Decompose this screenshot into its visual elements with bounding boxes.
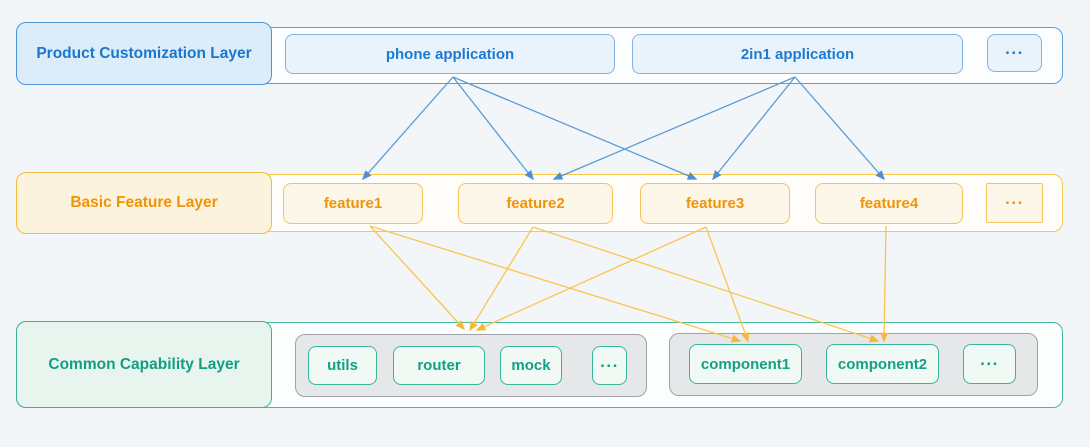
component2-box: component2 bbox=[826, 344, 939, 384]
component1-box: component1 bbox=[689, 344, 802, 384]
edge-phone-to-feature3 bbox=[452, 76, 698, 180]
feature3-box: feature3 bbox=[640, 183, 790, 224]
feature2-box: feature2 bbox=[458, 183, 613, 224]
component-group-more-box: ... bbox=[963, 344, 1016, 384]
phone-application-box: phone application bbox=[285, 34, 615, 74]
product-customization-layer-label: Product Customization Layer bbox=[16, 22, 272, 85]
2in1-application-box: 2in1 application bbox=[632, 34, 963, 74]
feature4-box: feature4 bbox=[815, 183, 963, 224]
basic-feature-layer-label: Basic Feature Layer bbox=[16, 172, 272, 234]
feature1-box: feature1 bbox=[283, 183, 423, 224]
mock-box: mock bbox=[500, 346, 562, 385]
edge-2in1-to-feature3 bbox=[712, 76, 796, 181]
utils-group-more-box: ... bbox=[592, 346, 627, 385]
product-more-box: ... bbox=[987, 34, 1042, 72]
edge-2in1-to-feature2 bbox=[552, 76, 796, 180]
edge-phone-to-feature1 bbox=[362, 76, 454, 181]
router-box: router bbox=[393, 346, 485, 385]
edge-feature2-to-utils-group bbox=[469, 226, 534, 332]
utils-box: utils bbox=[308, 346, 377, 385]
edge-feature1-to-utils-group bbox=[369, 225, 465, 331]
edge-phone-to-feature2 bbox=[452, 76, 534, 181]
edge-feature3-to-utils-group bbox=[475, 226, 707, 331]
common-capability-layer-label: Common Capability Layer bbox=[16, 321, 272, 408]
feature-more-box: ... bbox=[986, 183, 1043, 223]
edge-2in1-to-feature4 bbox=[794, 76, 885, 181]
